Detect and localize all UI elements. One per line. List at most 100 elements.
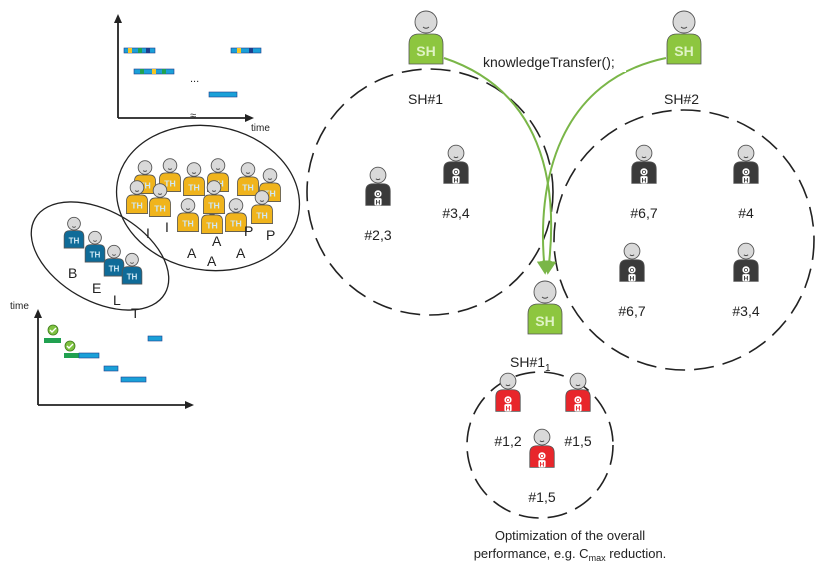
time-axis-label-left: time [10,301,29,312]
person-icon: TH [183,162,205,196]
th-badge-text: TH [90,250,101,259]
team-letter: I [165,219,169,235]
th-badge-text: TH [230,219,242,229]
transfer-arrow-sh1 [443,57,557,275]
op-badge-top: O [630,268,635,274]
knowledge-transfer-arrows [443,57,667,275]
footer-line-2-sub: max [589,553,607,563]
op-badge-top: O [642,170,647,176]
op-badge-circle [742,168,750,176]
op-badge-top: O [506,398,511,404]
person-icon: TH [103,244,125,277]
op-badge-top: O [744,170,749,176]
team-people: THTHTHTHTHTHTHTHTHTHTHTHTHTHTHTHTH [63,158,281,285]
th-badge-text: TH [256,211,268,221]
op-badge-bottom: H [744,177,749,184]
operator-label: #2,3 [364,227,391,243]
footer-line-1: Optimization of the overall [495,528,645,543]
person-icon: OH [631,144,657,184]
operator-label: #6,7 [618,303,645,319]
person-icon: OH [565,372,591,412]
sh1-1-neighborhood [466,371,614,519]
op-badge-box [640,176,648,184]
person-icon: OH [733,242,759,282]
operator-label: #3,4 [442,205,469,221]
team-letter: L [113,292,121,308]
person-icon: OH [733,144,759,184]
team-letter: T [131,305,140,321]
op-badge-box [574,404,582,412]
op-badge-circle [742,266,750,274]
person-icon: TH [63,216,85,249]
op-badge-circle [452,168,460,176]
team-letter: B [68,265,77,281]
footer-line-2-b: reduction. [606,546,667,561]
op-badge-top: O [540,454,545,460]
person-icon: OH [529,428,555,468]
schedule-chart-bottom: time [10,301,194,409]
person-icon: SH [408,10,444,65]
person-icon: OH [619,242,645,282]
op-badge-bottom: H [630,275,635,282]
check-icon [47,324,59,336]
ellipsis-label: ... [190,73,199,85]
sh-badge-text: SH [674,43,693,59]
op-badge-circle [628,266,636,274]
operator-label: #1,5 [564,433,591,449]
op-badge-box [628,274,636,282]
operator-label: #3,4 [732,303,759,319]
team-letter: E [92,280,101,296]
axis-break-mark: ≈ [190,110,196,122]
operator-labels: #2,3#3,4#6,7#4#6,7#3,4#1,2#1,5#1,5 [364,205,759,505]
op-badge-circle [538,452,546,460]
th-badge-text: TH [131,201,143,211]
footer-line-2: performance, e.g. Cmax reduction. [474,546,667,563]
team-letter: P [266,227,275,243]
person-icon: TH [149,183,171,217]
op-badge-bottom: H [576,405,581,412]
person-icon: SH [527,280,563,335]
th-badge-text: TH [139,181,151,191]
th-badge-text: TH [127,272,138,281]
sh2-neighborhood [553,109,815,371]
team-letter: A [207,253,217,269]
person-icon: TH [203,180,225,214]
op-badge-box [742,274,750,282]
person-icon: OH [495,372,521,412]
op-badge-circle [504,396,512,404]
sh1-label: SH#1 [408,91,443,107]
transfer-arrow-sh2 [536,57,667,275]
person-icon: TH [177,198,199,232]
op-badge-bottom: H [744,275,749,282]
th-badge-text: TH [242,183,254,193]
knowledge-transfer-label: knowledgeTransfer(); [483,54,615,70]
op-badge-top: O [376,192,381,198]
operator-label: #1,5 [528,489,555,505]
schedule-bars-top [123,47,262,98]
sh1-1-label-base: SH#1 [510,354,545,370]
th-badge-text: TH [164,179,176,189]
th-badge-text: TH [182,219,194,229]
op-badge-top: O [454,170,459,176]
op-badge-bottom: H [642,177,647,184]
th-badge-text: TH [208,201,220,211]
op-badge-box [538,460,546,468]
yellow-team-ellipse [115,124,301,272]
op-badge-box [742,176,750,184]
th-badge-text: TH [154,204,166,214]
op-badge-circle [640,168,648,176]
check-icon [64,340,76,352]
footer-line-2-a: performance, e.g. C [474,546,589,561]
op-badge-box [452,176,460,184]
sh1-1-label-sub: 1 [545,363,551,374]
sh-badge-text: SH [416,43,435,59]
operator-label: #1,2 [494,433,521,449]
op-badge-top: O [576,398,581,404]
sh-badge-text: SH [535,313,554,329]
operator-label: #6,7 [630,205,657,221]
team-letter: P [244,223,253,239]
time-axis-label-top: time [251,123,270,134]
